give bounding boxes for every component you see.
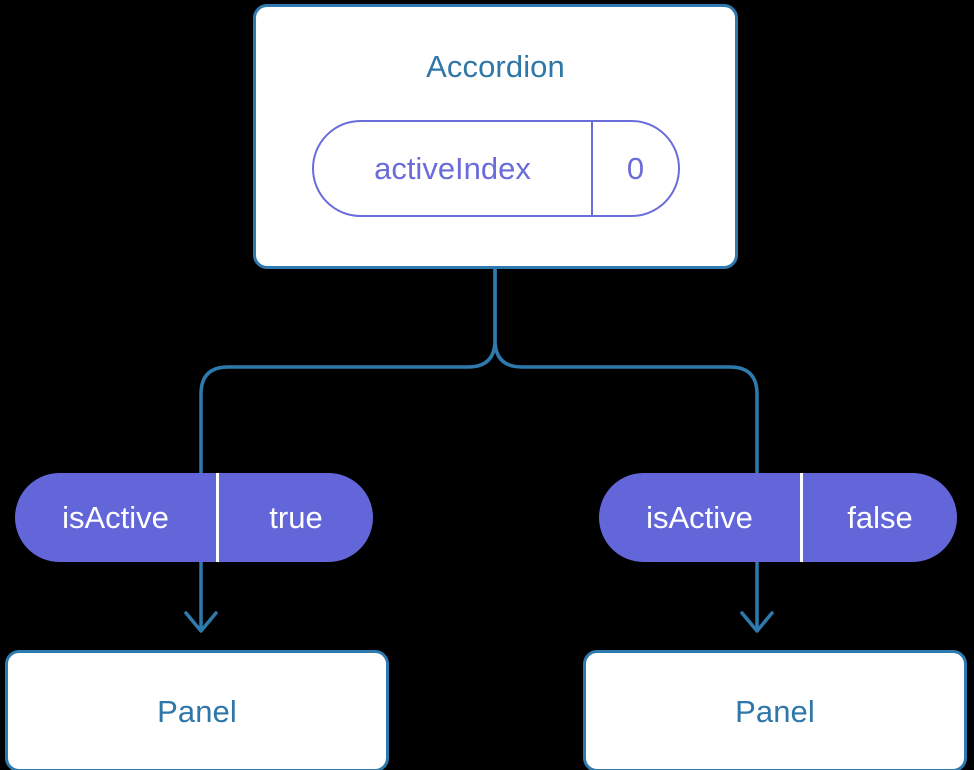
connector-root-fork <box>199 266 497 475</box>
arrow-head-left-icon <box>184 611 218 633</box>
prop-pill-value: true <box>216 473 373 562</box>
prop-pill-value: false <box>800 473 957 562</box>
component-node-panel-right[interactable]: Panel <box>583 650 967 770</box>
prop-pill-isactive-false[interactable]: isActive false <box>599 473 957 562</box>
component-title-panel: Panel <box>157 693 237 729</box>
prop-pill-isactive-true[interactable]: isActive true <box>15 473 373 562</box>
prop-pill-key: isActive <box>62 500 169 535</box>
state-pill-value: 0 <box>591 122 678 215</box>
component-node-panel-left[interactable]: Panel <box>5 650 389 770</box>
arrow-head-right-icon <box>740 611 774 633</box>
component-title-panel: Panel <box>735 693 815 729</box>
component-title-accordion: Accordion <box>426 49 565 84</box>
connector-root-fork-right <box>493 266 759 475</box>
state-pill-key: activeIndex <box>374 151 531 186</box>
prop-pill-key: isActive <box>646 500 753 535</box>
state-pill-activeindex[interactable]: activeIndex 0 <box>312 120 680 217</box>
